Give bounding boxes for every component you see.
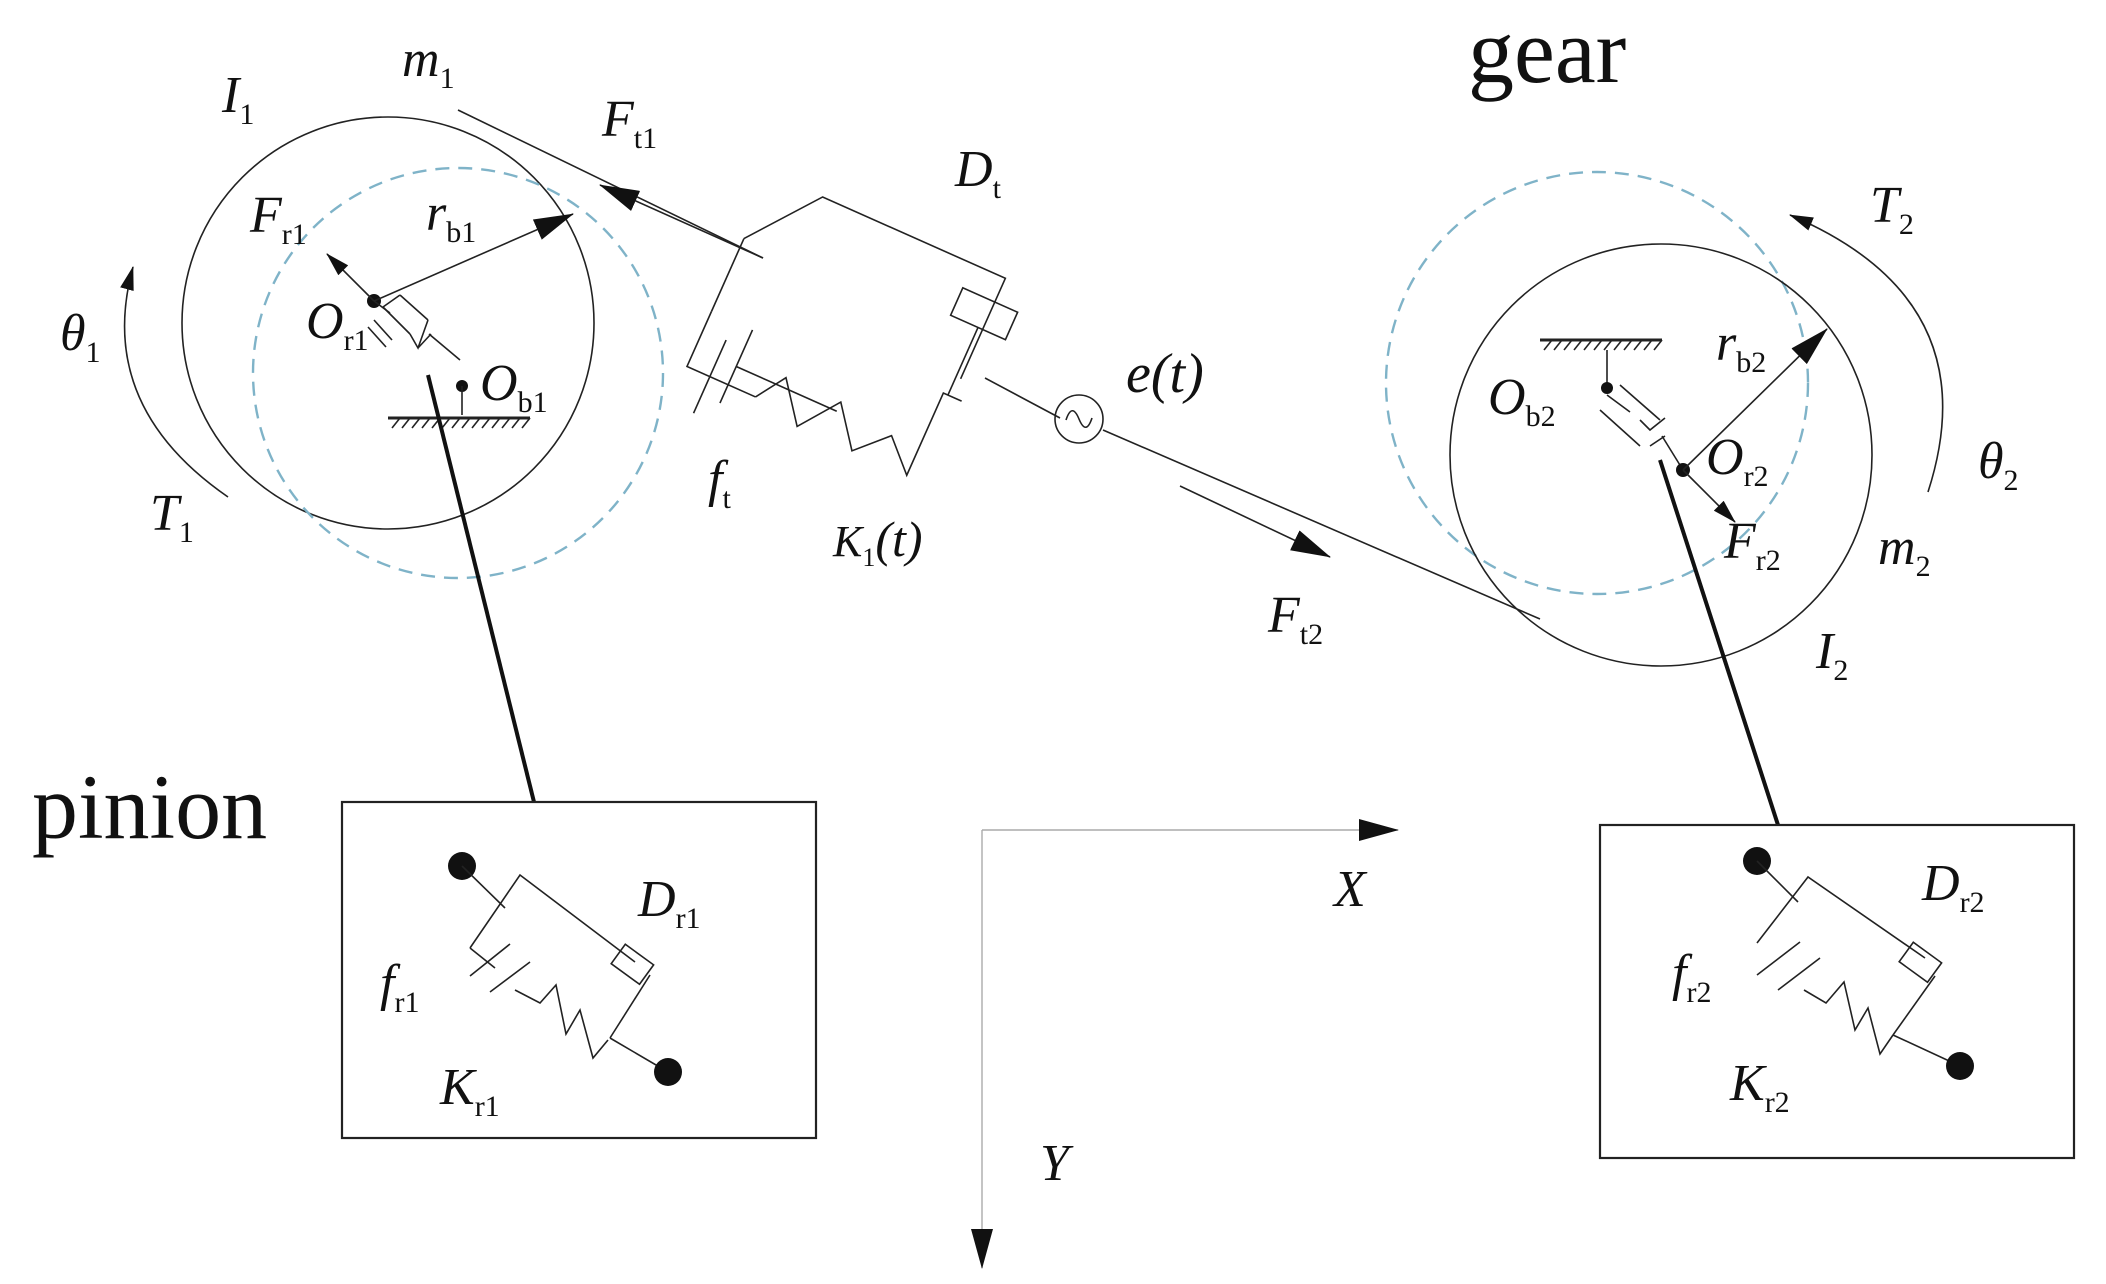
pinion-box-spring-damper [448,852,682,1086]
gear-leader-line [1658,459,1780,826]
gear-support-spring-damper [1599,350,1684,471]
pinion-title: pinion [32,756,267,858]
mesh-line-right [1102,429,1541,620]
label-fr2: fr2 [1672,945,1711,1009]
pinion-support-spring-damper [367,294,468,415]
gear-pitch-circle-dashed [1384,170,1810,596]
label-T2: T2 [1870,177,1914,241]
label-Ft1: Ft1 [601,91,657,155]
label-Or2: Or2 [1706,429,1769,493]
error-source-wave [1065,409,1093,429]
label-Ob2: Ob2 [1488,369,1556,433]
pinion-leader-line [426,374,536,803]
pinion-pitch-circle-dashed [251,166,665,580]
axis-label-X: X [1332,861,1368,918]
rb2-radius-arrow [1682,328,1828,471]
label-I2: I2 [1815,623,1848,687]
ft2-force-arrow [1179,485,1331,558]
label-m1: m1 [402,31,455,95]
gear-title: gear [1468,0,1626,102]
label-rb2: rb2 [1716,315,1766,379]
pinion-base-circle [181,116,595,530]
mesh-line-left [457,109,764,259]
gear-box-spring-damper [1743,847,1974,1080]
fr1-force-arrow [326,253,375,302]
label-Fr2: Fr2 [1723,513,1781,577]
label-Ft2: Ft2 [1267,587,1323,651]
label-m2: m2 [1878,519,1931,583]
label-ft: ft [708,451,731,515]
label-Fr1: Fr1 [249,187,307,251]
gear-ground-hatch [1540,338,1663,351]
label-rb1: rb1 [426,185,476,249]
gear-base-circle [1449,243,1873,667]
label-theta1: θ1 [60,305,101,369]
rb1-radius-arrow [373,213,574,302]
ft1-force-arrow [599,184,764,259]
label-Kr2: Kr2 [1729,1055,1790,1119]
label-Dt: Dt [954,141,1002,205]
pinion-support-box [340,800,818,1140]
label-K1t: K1(t) [832,511,923,572]
fr2-force-arrow [1682,469,1736,523]
label-Dr2: Dr2 [1921,855,1985,919]
mesh-spring-damper [685,196,1019,478]
label-fr1: fr1 [380,955,419,1019]
label-T1: T1 [150,485,194,549]
label-et: e(t) [1126,343,1204,405]
label-I1: I1 [221,67,254,131]
pinion-rotation-arc [120,266,229,498]
label-Or1: Or1 [306,293,369,357]
mesh-line-mid [984,377,1061,419]
error-source-circle [1054,394,1104,444]
label-Kr1: Kr1 [439,1059,500,1123]
pinion-ground-hatch [388,416,531,429]
label-Dr1: Dr1 [637,871,701,935]
label-theta2: θ2 [1978,433,2019,497]
gear-rotation-arc [1789,214,1944,493]
gear-support-box [1598,823,2076,1160]
label-Ob1: Ob1 [480,355,548,419]
axis-label-Y: Y [1040,1135,1074,1192]
